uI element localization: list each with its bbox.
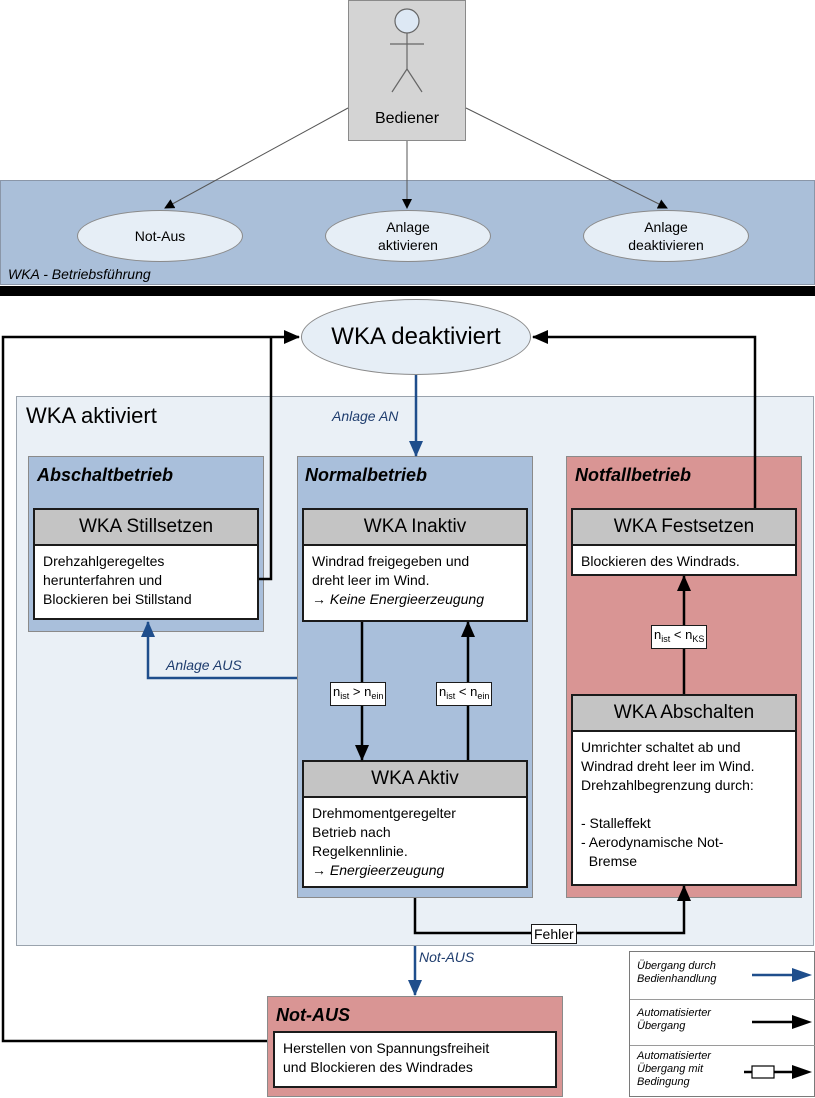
state-title: WKA Festsetzen [573, 510, 795, 546]
legend-row-automatic: Automatisierter Übergang [630, 999, 815, 1046]
stick-figure-icon [390, 8, 424, 93]
state-description: Blockieren des Windrads. [573, 546, 795, 577]
label-not-aus: Not-AUS [419, 949, 475, 965]
state-title: WKA Abschalten [573, 696, 795, 732]
description-line: Drehzahlgeregeltes [43, 553, 165, 569]
condition-n-ist-less-n-ein: nist < nein [436, 682, 493, 706]
state-title: WKA Aktiv [304, 762, 526, 798]
result-arrow-icon: → [312, 862, 326, 878]
state-description: Drehmomentgeregelter Betrieb nach Regelk… [304, 798, 526, 886]
group-not-aus-title: Not-AUS [276, 1005, 350, 1025]
state-description: Windrad freigegeben und dreht leer im Wi… [304, 546, 526, 615]
section-separator [0, 286, 815, 296]
description-line: und Blockieren des Windrades [283, 1059, 473, 1075]
condition-fehler: Fehler [531, 924, 577, 944]
legend-text: Automatisierter Übergang mit Bedingung [637, 1050, 711, 1088]
group-notfallbetrieb-title: Notfallbetrieb [575, 465, 692, 485]
state-wka-festsetzen[interactable]: WKA Festsetzen Blockieren des Windrads. [571, 508, 797, 576]
state-wka-stillsetzen[interactable]: WKA Stillsetzen Drehzahlgeregeltes herun… [33, 508, 259, 620]
legend-row-conditional: Automatisierter Übergang mit Bedingung [630, 1045, 815, 1098]
group-normalbetrieb-title: Normalbetrieb [305, 465, 428, 485]
description-line: Herstellen von Spannungsfreiheit [283, 1040, 490, 1056]
result-text: Keine Energieerzeugung [329, 591, 485, 607]
label-anlage-an: Anlage AN [332, 408, 399, 424]
automatic-transition-arrow-icon [752, 1015, 812, 1029]
description-line: Windrad freigegeben und [312, 553, 470, 569]
state-wka-aktiv[interactable]: WKA Aktiv Drehmomentgeregelter Betrieb n… [302, 760, 528, 888]
condition-n-ist-greater-n-ein: nist > nein [330, 682, 387, 706]
description-line: Blockieren des Windrads. [581, 553, 740, 569]
use-case-anlage-aktivieren[interactable]: Anlage aktivieren [325, 210, 491, 262]
description-line: → Energieerzeugung [312, 861, 518, 880]
result-arrow-icon: → [312, 591, 326, 607]
legend-text: Übergang durch Bedienhandlung [637, 960, 717, 985]
legend-row-operator: Übergang durch Bedienhandlung [630, 952, 815, 1000]
state-description: Umrichter schaltet ab und Windrad dreht … [573, 732, 795, 877]
use-case-band-label: WKA - Betriebsführung [8, 266, 151, 282]
description-line: dreht leer im Wind. [312, 572, 430, 588]
description-line: - Aerodynamische Not- [581, 834, 724, 850]
actor-label: Bediener [374, 110, 440, 127]
operator-transition-arrow-icon [752, 968, 812, 982]
description-line: Blockieren bei Stillstand [43, 591, 192, 607]
state-wka-deaktiviert[interactable]: WKA deaktiviert [301, 299, 531, 375]
description-line: Drehmomentgeregelter [312, 805, 456, 821]
description-line: - Stalleffekt [581, 815, 651, 831]
description-line: Betrieb nach [312, 824, 391, 840]
condition-n-ist-less-n-ks: nist < nKS [651, 625, 708, 649]
state-title: WKA Inaktiv [304, 510, 526, 546]
conditional-transition-arrow-icon [744, 1065, 812, 1079]
state-wka-inaktiv[interactable]: WKA Inaktiv Windrad freigegeben und dreh… [302, 508, 528, 622]
state-not-aus[interactable]: Herstellen von Spannungsfreiheit und Blo… [273, 1031, 557, 1088]
legend-text: Automatisierter Übergang [637, 1007, 711, 1032]
description-line: Windrad dreht leer im Wind. [581, 758, 755, 774]
result-text: Energieerzeugung [329, 862, 445, 878]
state-description: Herstellen von Spannungsfreiheit und Blo… [275, 1033, 555, 1083]
use-case-anlage-deaktivieren[interactable]: Anlage deaktivieren [583, 210, 749, 262]
description-line: Umrichter schaltet ab und [581, 739, 741, 755]
description-line: Regelkennlinie. [312, 843, 408, 859]
state-title: WKA Stillsetzen [35, 510, 257, 546]
active-region-title: WKA aktiviert [26, 403, 157, 428]
state-description: Drehzahlgeregeltes herunterfahren und Bl… [35, 546, 257, 615]
description-line: Drehzahlbegrenzung durch: [581, 777, 754, 793]
label-anlage-aus: Anlage AUS [166, 657, 242, 673]
group-abschaltbetrieb-title: Abschaltbetrieb [37, 465, 174, 485]
use-case-not-aus[interactable]: Not-Aus [77, 210, 243, 262]
description-line: Bremse [581, 853, 638, 869]
description-line [581, 795, 787, 814]
state-wka-abschalten[interactable]: WKA Abschalten Umrichter schaltet ab und… [571, 694, 797, 886]
legend: Übergang durch Bedienhandlung Automatisi… [629, 951, 815, 1097]
description-line: herunterfahren und [43, 572, 163, 588]
description-line: → Keine Energieerzeugung [312, 590, 518, 609]
